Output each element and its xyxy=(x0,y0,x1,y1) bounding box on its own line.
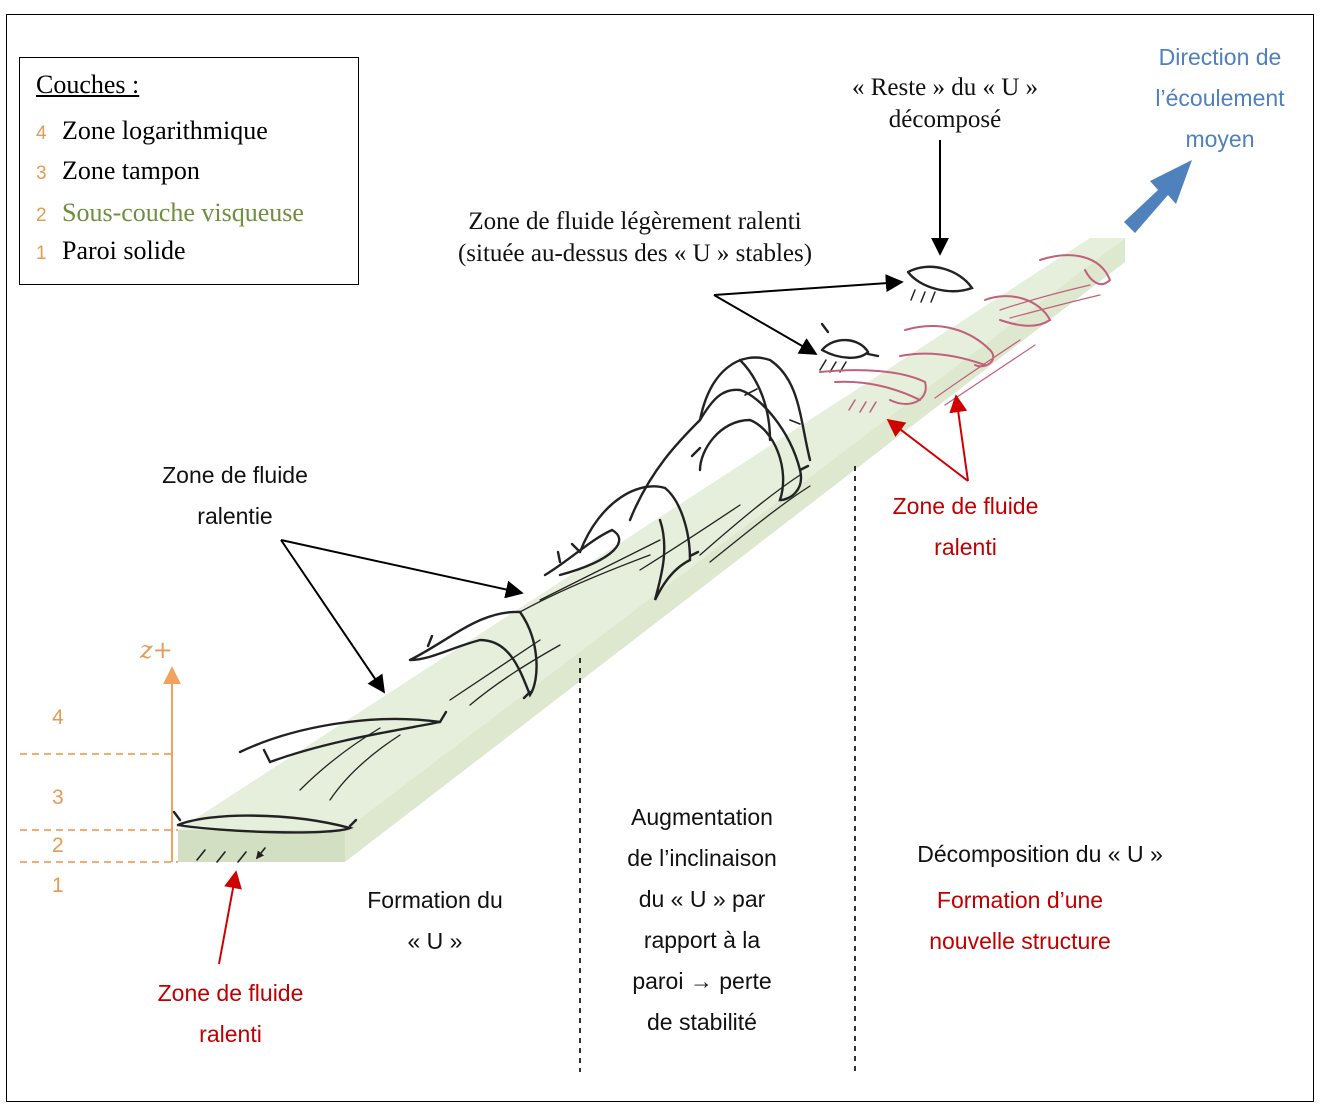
inclination-increase-label: Augmentation de l’inclinaison du « U » p… xyxy=(627,804,777,1035)
z-axis-label: z+ xyxy=(140,636,173,664)
slowed-zone-bottom-label: Zone de fluide ralenti xyxy=(157,980,304,1047)
level-1: 1 xyxy=(52,874,64,897)
pointer-arrows-red xyxy=(218,394,969,965)
remnant-u-label: « Reste » du « U » décomposé xyxy=(851,74,1039,133)
u-decomposition-label: Décomposition du « U » xyxy=(917,841,1163,867)
legend-title: Couches : xyxy=(36,70,140,99)
slightly-slowed-zone-label: Zone de fluide légèrement ralenti (situé… xyxy=(457,208,813,267)
hairpin-vortices xyxy=(172,265,974,862)
level-4: 4 xyxy=(52,706,64,729)
flow-direction-label: Direction de l’écoulement moyen xyxy=(1155,44,1285,152)
u-formation-label: Formation du « U » xyxy=(367,887,503,954)
slowed-zone-label: Zone de fluide ralentie xyxy=(162,462,308,529)
wall-plate xyxy=(178,238,1125,862)
slowed-zone-right-label: Zone de fluide ralenti xyxy=(892,493,1039,560)
pointer-arrows-black xyxy=(280,140,949,694)
flow-direction-arrow xyxy=(1124,160,1192,233)
z-axis xyxy=(20,666,181,863)
new-structure-label: Formation d’une nouvelle structure xyxy=(929,887,1111,954)
level-3: 3 xyxy=(52,786,64,809)
figure-frame xyxy=(6,14,1314,1102)
level-2: 2 xyxy=(52,834,64,857)
